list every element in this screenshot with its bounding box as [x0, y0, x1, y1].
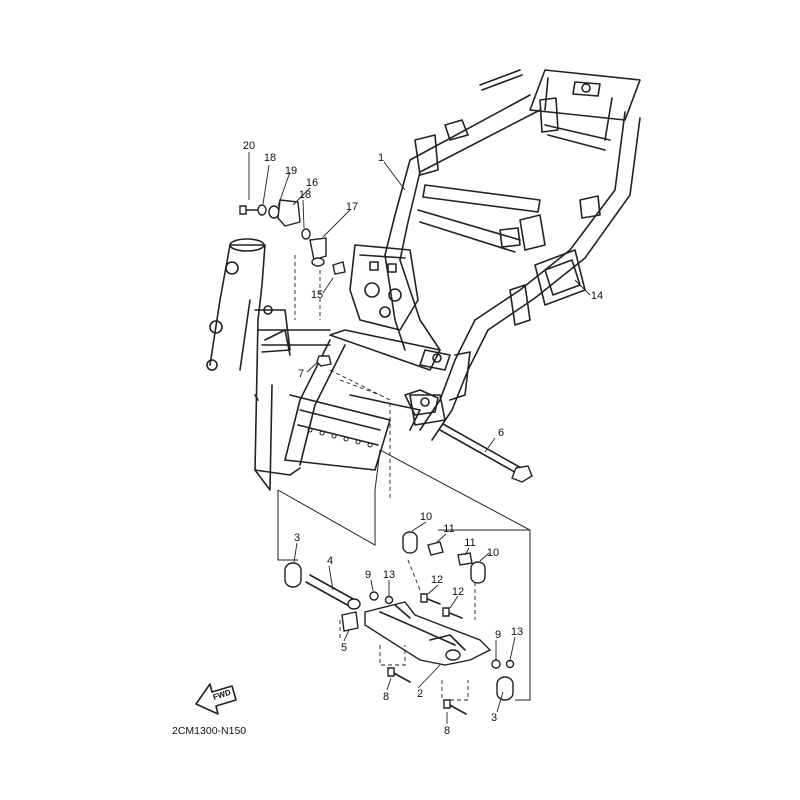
callout-13: 13 [383, 569, 395, 581]
callout-9: 9 [495, 629, 501, 641]
callout-11: 11 [443, 523, 454, 535]
callout-labels: 1 2 3 3 4 5 6 7 8 8 9 9 10 10 11 11 12 1… [243, 140, 603, 737]
callout-18: 18 [299, 189, 311, 201]
callout-12: 12 [452, 586, 464, 598]
fwd-label: FWD [212, 688, 232, 702]
callout-3: 3 [491, 712, 497, 724]
diagram-code: 2CM1300-N150 [172, 725, 246, 737]
part-7-nut [316, 355, 332, 367]
main-frame [206, 69, 641, 491]
callout-9: 9 [365, 569, 371, 581]
callout-15: 15 [311, 289, 323, 301]
callout-2: 2 [417, 688, 423, 700]
steering-lock-parts [239, 199, 346, 275]
callout-5: 5 [341, 642, 347, 654]
leader-lines [248, 152, 591, 724]
callout-10: 10 [487, 547, 499, 559]
callout-13: 13 [511, 626, 523, 638]
callout-16: 16 [306, 177, 318, 189]
callout-1: 1 [378, 152, 384, 164]
callout-8: 8 [383, 691, 389, 703]
callout-18: 18 [264, 152, 276, 164]
part-6-bolt [439, 423, 533, 483]
fwd-arrow: FWD [195, 683, 237, 715]
callout-4: 4 [327, 555, 333, 567]
callout-6: 6 [498, 427, 504, 439]
callout-10: 10 [420, 511, 432, 523]
callout-19: 19 [285, 165, 297, 177]
callout-7: 7 [298, 368, 304, 380]
callout-20: 20 [243, 140, 255, 152]
callout-12: 12 [431, 574, 443, 586]
callout-3: 3 [294, 532, 300, 544]
callout-8: 8 [444, 725, 450, 737]
reference-lines [277, 255, 531, 701]
callout-14: 14 [591, 290, 603, 302]
callout-11: 11 [464, 537, 475, 549]
engine-bracket-assembly [284, 531, 515, 715]
callout-17: 17 [346, 201, 358, 213]
